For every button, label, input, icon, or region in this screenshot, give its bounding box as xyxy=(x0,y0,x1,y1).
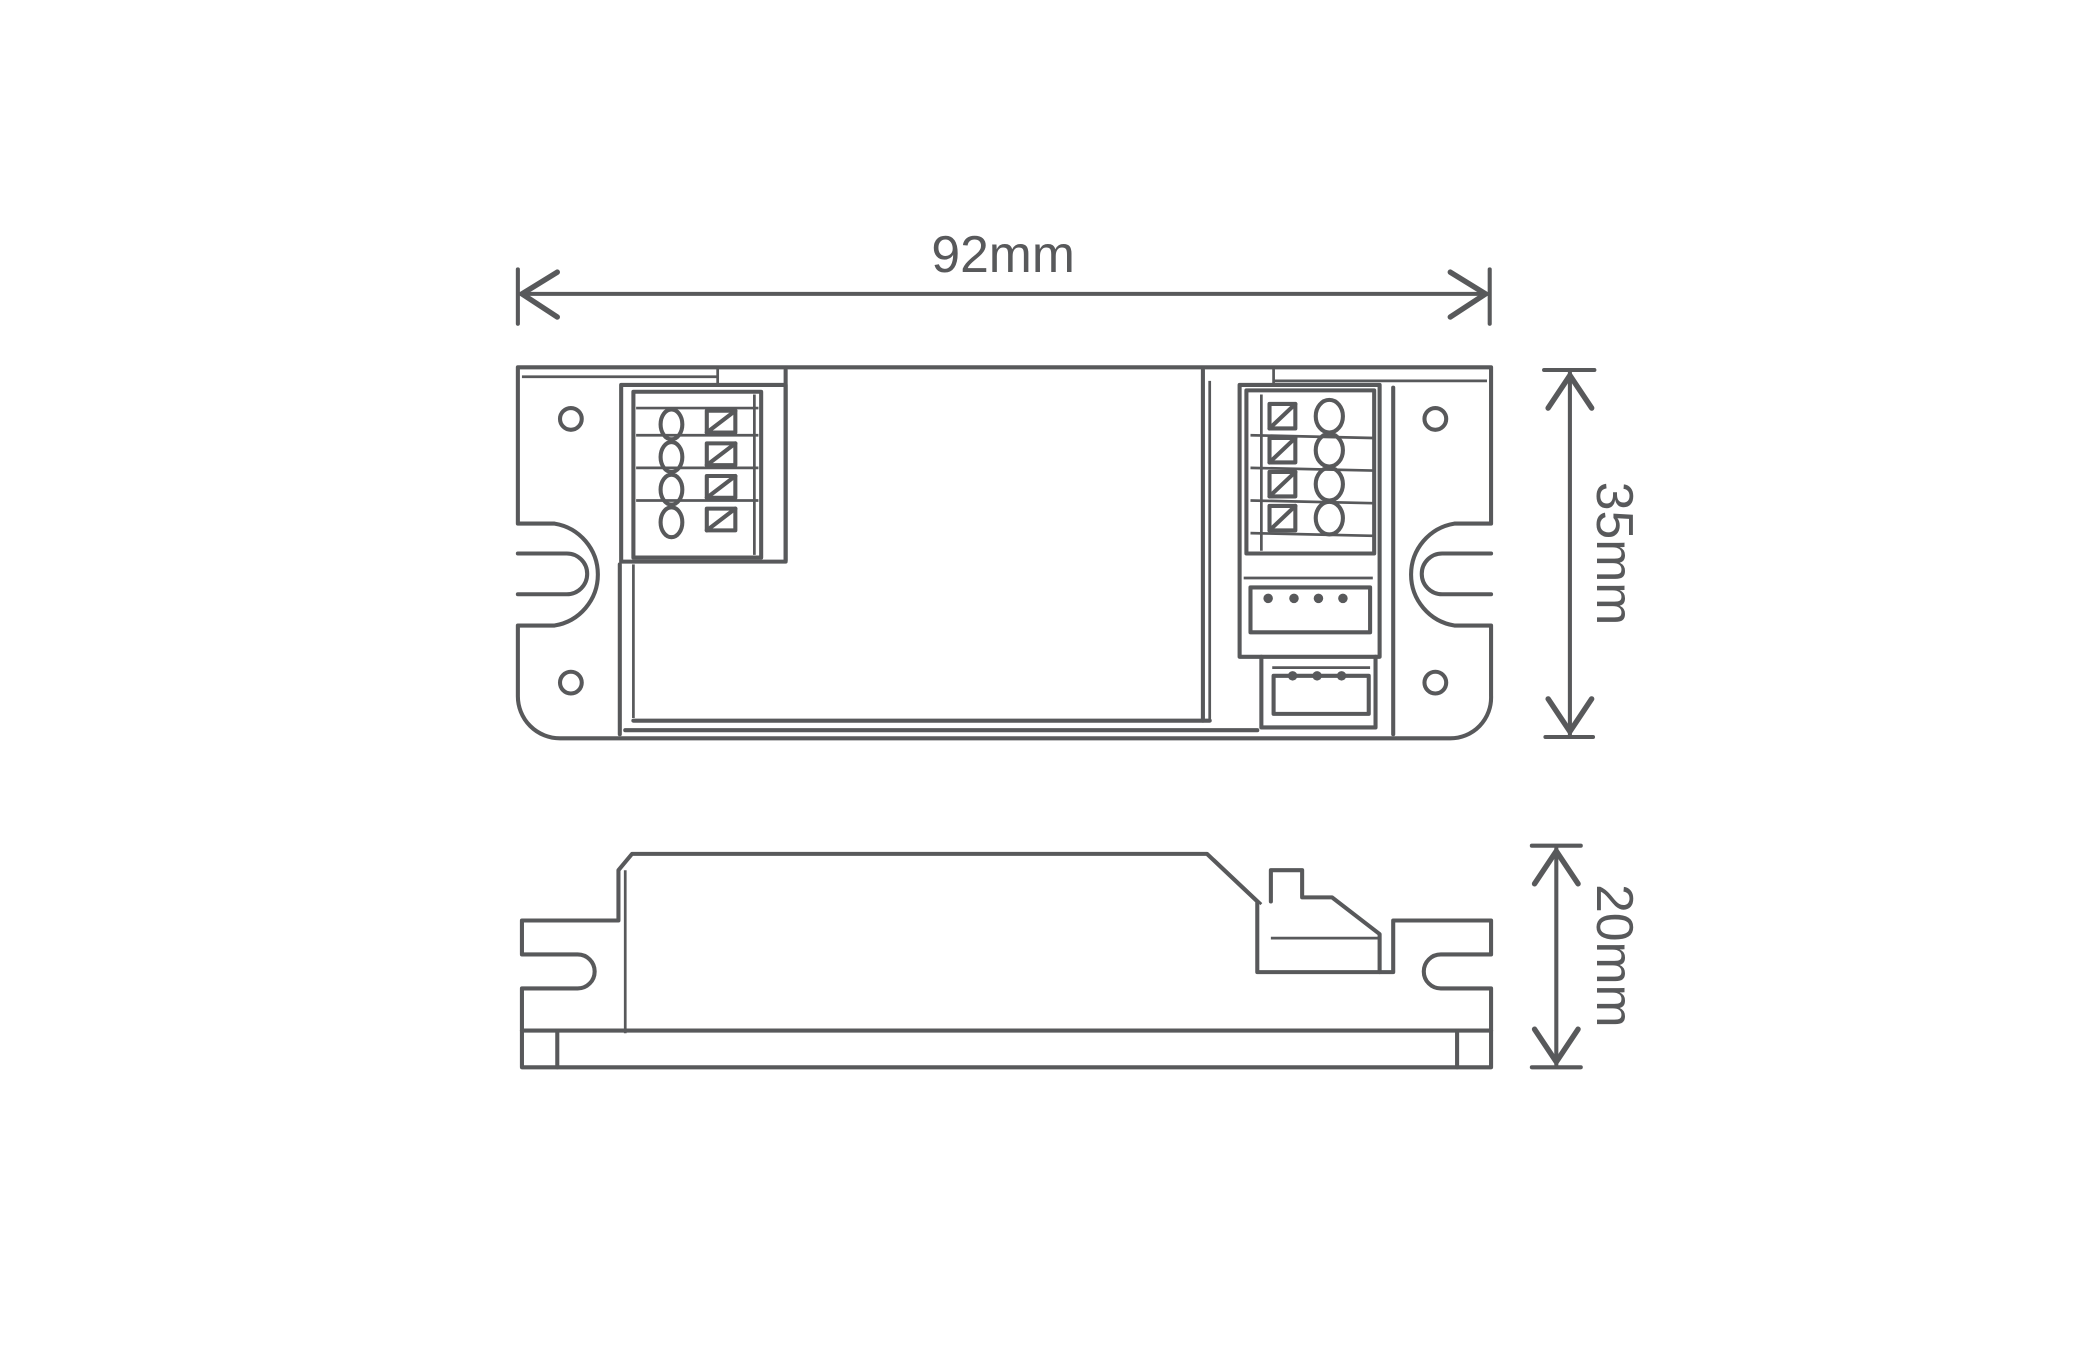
connector-3pin xyxy=(1259,654,1378,730)
terminal-row xyxy=(636,433,759,502)
length-dimension: 92mm xyxy=(515,225,1492,326)
top-view xyxy=(515,365,1494,741)
side-view xyxy=(519,851,1494,1070)
height-dimension: 20mm xyxy=(1529,843,1644,1070)
width-dimension: 35mm xyxy=(1542,367,1644,740)
width-label: 35mm xyxy=(1586,482,1644,625)
length-label: 92mm xyxy=(931,225,1074,283)
connector-4pin xyxy=(1243,576,1373,635)
height-label: 20mm xyxy=(1586,884,1644,1027)
